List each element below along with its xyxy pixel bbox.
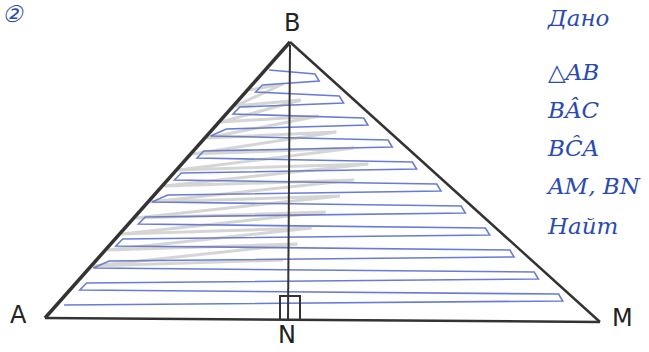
right-angle-mark [280,296,300,320]
side-ab [45,42,290,318]
vertex-label: A [10,302,26,328]
blue-scribble [64,70,563,305]
given-item: BĈA [548,136,599,161]
given-item: △AB [548,60,599,85]
given-heading: Дано [548,6,609,31]
given-item: BÂC [548,98,599,123]
shading-scribble [64,70,563,305]
find-heading: Найт [548,214,618,239]
altitude-bn [288,45,290,319]
vertex-label: B [284,10,300,36]
vertex-label: M [612,305,633,331]
given-item: AM, BN [548,174,640,199]
point-label: N [278,322,296,348]
problem-number: ② [2,2,23,27]
side-am [45,318,600,322]
